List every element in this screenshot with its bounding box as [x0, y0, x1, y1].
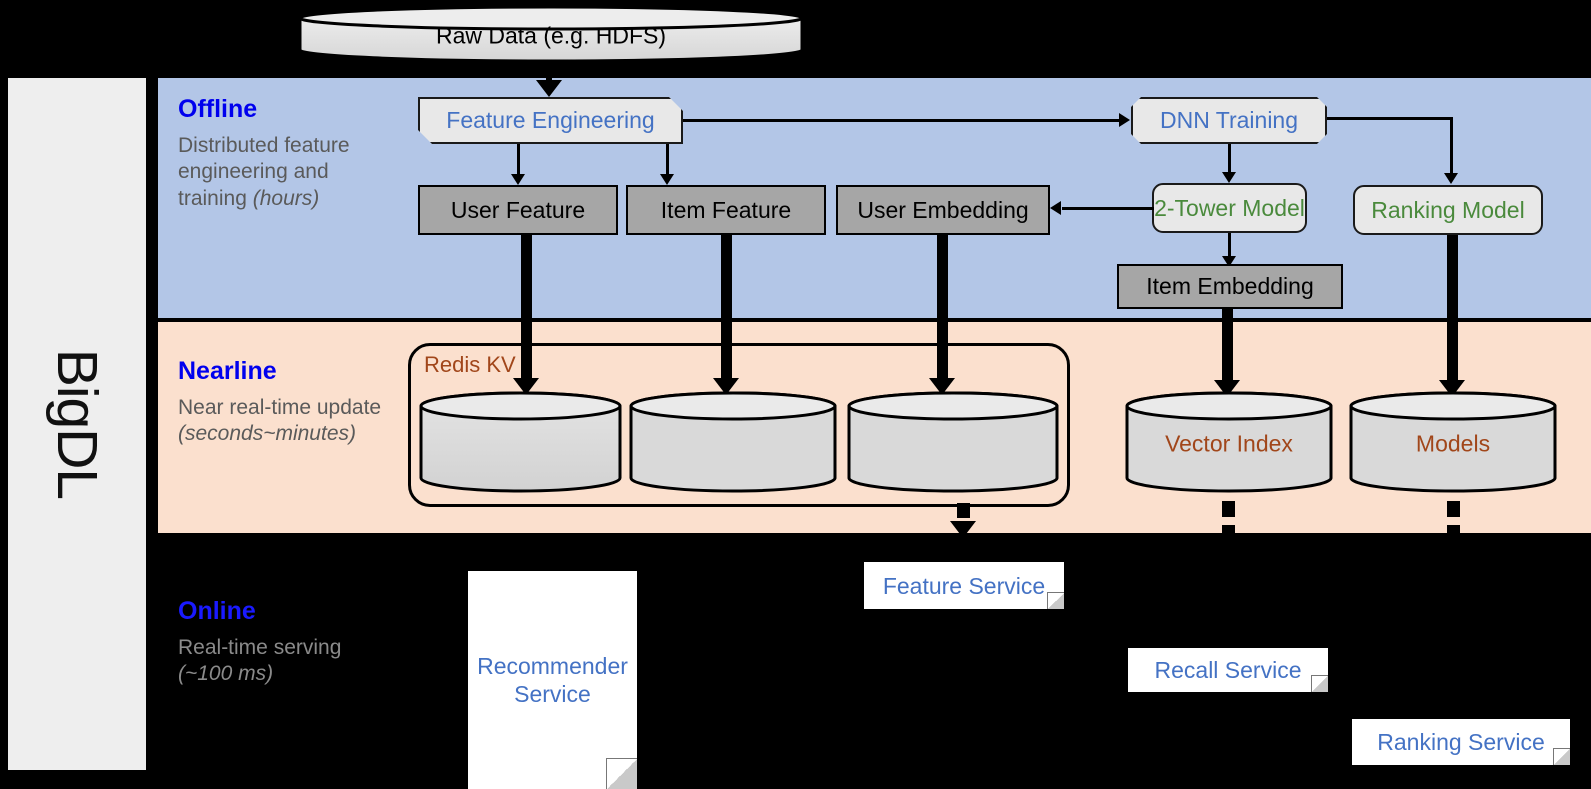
- arrow-fe-dnn-head: [1119, 113, 1130, 127]
- offline-caption: Offline Distributed feature engineering …: [178, 95, 393, 213]
- raw-data-label: Raw Data (e.g. HDFS): [435, 22, 667, 49]
- online-title: Online: [178, 597, 256, 625]
- user-feature-label: User Feature: [450, 196, 586, 223]
- arrow-fe-dnn-line: [683, 119, 1120, 122]
- arrow-rankingmodel-models-line: [1447, 235, 1458, 385]
- models-label: Models: [1415, 430, 1491, 457]
- user-feature-box[interactable]: User Feature: [418, 185, 618, 235]
- arrow-dnn-ranking-vline: [1450, 117, 1453, 175]
- online-caption: Online Real-time serving (~100 ms): [178, 597, 393, 688]
- item-embedding-box[interactable]: Item Embedding: [1117, 264, 1343, 309]
- dash-models-rankingservice-1: [1447, 501, 1460, 517]
- dash-vectorindex-recallservice-2: [1222, 525, 1235, 538]
- dnn-training-label: DNN Training: [1159, 107, 1299, 133]
- ranking-model-label: Ranking Model: [1371, 196, 1525, 223]
- arrow-itemembedding-vectorindex-line: [1222, 309, 1233, 385]
- feature-engineering-label: Feature Engineering: [446, 107, 655, 133]
- arrow-fe-itemfeature-line: [666, 144, 669, 176]
- redis-kv-label: Redis KV: [424, 352, 516, 377]
- arrow-dnn-twotower-line: [1228, 144, 1231, 175]
- arrow-userfeature-store1-head: [513, 378, 539, 395]
- arrow-twotower-itemembedding-head: [1222, 256, 1236, 267]
- page-fold-icon: [1311, 675, 1328, 692]
- arrow-itemfeature-store2-line: [721, 235, 732, 383]
- arrow-rawdata-fe-line: [546, 62, 552, 84]
- arrow-dnn-twotower-head: [1222, 172, 1236, 183]
- page-fold-icon: [606, 758, 637, 789]
- item-embedding-label: Item Embedding: [1146, 273, 1314, 299]
- vector-index-cylinder[interactable]: Vector Index: [1124, 390, 1334, 494]
- arrow-dnn-ranking-hline: [1327, 117, 1452, 120]
- arrow-redis-featureservice-head: [950, 521, 976, 538]
- vector-index-label: Vector Index: [1165, 430, 1293, 457]
- dash-vectorindex-recallservice-1: [1222, 501, 1235, 517]
- kv-store-1-cylinder[interactable]: [418, 390, 623, 494]
- page-fold-icon: [1047, 592, 1064, 609]
- dash-redis-featureservice-1: [957, 503, 970, 518]
- two-tower-model-box[interactable]: 2-Tower Model: [1152, 183, 1307, 233]
- recall-service-label: Recall Service: [1154, 656, 1302, 683]
- kv-store-3-cylinder[interactable]: [846, 390, 1060, 494]
- bigdl-sidebar: BigDL: [8, 78, 146, 770]
- arrow-twotower-itemembedding-line: [1228, 233, 1231, 259]
- dnn-training-box[interactable]: DNN Training: [1131, 97, 1327, 144]
- nearline-title: Nearline: [178, 357, 277, 385]
- kv-store-2-cylinder[interactable]: [628, 390, 838, 494]
- arrow-fe-userfeature-head: [511, 174, 525, 185]
- arrow-fe-userfeature-line: [517, 144, 520, 176]
- nearline-caption: Nearline Near real-time update (seconds~…: [178, 357, 393, 448]
- item-feature-box[interactable]: Item Feature: [626, 185, 826, 235]
- raw-data-cylinder: Raw Data (e.g. HDFS): [296, 4, 806, 64]
- arrow-twotower-userembedding-line: [1062, 207, 1154, 210]
- user-embedding-label: User Embedding: [857, 196, 1029, 223]
- two-tower-model-label: 2-Tower Model: [1154, 194, 1305, 221]
- arrow-fe-itemfeature-head: [660, 174, 674, 185]
- arrow-twotower-userembedding-head: [1050, 201, 1061, 215]
- arrow-rawdata-fe-head: [536, 80, 562, 97]
- feature-service-label: Feature Service: [882, 572, 1046, 599]
- ranking-service-label: Ranking Service: [1377, 728, 1545, 755]
- bigdl-label: BigDL: [45, 348, 109, 500]
- recall-service-doc[interactable]: Recall Service: [1128, 648, 1328, 692]
- ranking-service-doc[interactable]: Ranking Service: [1352, 719, 1570, 765]
- ranking-model-box[interactable]: Ranking Model: [1353, 185, 1543, 235]
- online-desc: Real-time serving (~100 ms): [178, 635, 342, 686]
- dash-models-rankingservice-2: [1447, 525, 1460, 538]
- feature-engineering-box[interactable]: Feature Engineering: [418, 97, 683, 144]
- redis-kv-container: [408, 343, 1070, 507]
- feature-service-doc[interactable]: Feature Service: [864, 562, 1064, 609]
- offline-desc: Distributed feature engineering and trai…: [178, 133, 350, 211]
- nearline-desc: Near real-time update (seconds~minutes): [178, 395, 382, 446]
- arrow-userembedding-store3-line: [937, 235, 948, 383]
- item-feature-label: Item Feature: [660, 196, 792, 223]
- arrow-userfeature-store1-line: [521, 235, 532, 383]
- arrow-dnn-ranking-head: [1444, 173, 1458, 184]
- page-fold-icon: [1553, 748, 1570, 765]
- arrow-itemfeature-store2-head: [713, 378, 739, 395]
- offline-title: Offline: [178, 95, 258, 123]
- arrow-userembedding-store3-head: [929, 378, 955, 395]
- models-cylinder[interactable]: Models: [1348, 390, 1558, 494]
- user-embedding-box[interactable]: User Embedding: [836, 185, 1050, 235]
